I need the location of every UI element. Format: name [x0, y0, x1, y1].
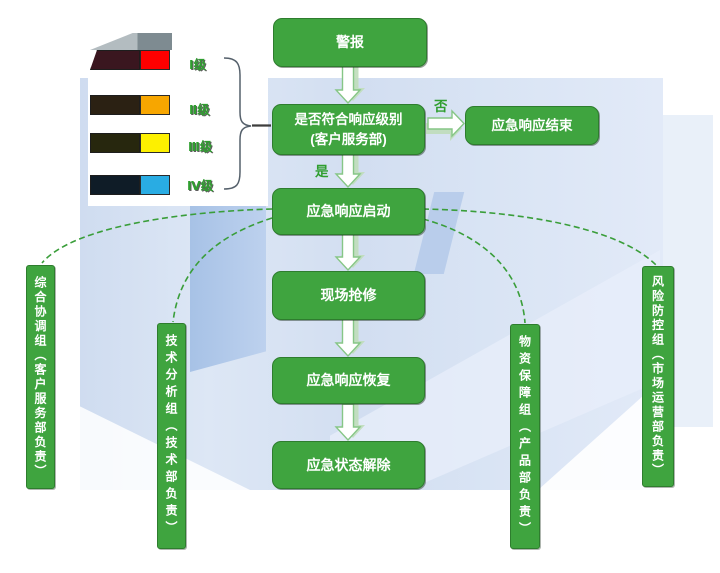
node-end-label: 应急响应结束 — [491, 117, 573, 133]
group-risk-control-label: 风险防控组（市场运营部负责） — [650, 275, 665, 478]
level-bar — [90, 95, 140, 115]
node-release: 应急状态解除 — [272, 441, 425, 489]
node-decision-line2: (客户服务部) — [310, 131, 387, 147]
group-coordination: 综合协调组（客户服务部负责） — [26, 265, 55, 489]
level-color-swatch — [140, 50, 170, 70]
branch-label-no: 否 — [434, 99, 448, 114]
level-bar — [90, 175, 140, 195]
group-material-support-label: 物资保障组（产品部负责） — [517, 334, 532, 539]
level-label-3: Ⅲ级 — [188, 140, 213, 154]
level-color-swatch — [140, 175, 170, 195]
level-color-swatch — [140, 95, 170, 115]
node-recovery: 应急响应恢复 — [272, 357, 425, 404]
level-bar — [90, 50, 140, 70]
group-risk-control: 风险防控组（市场运营部负责） — [642, 266, 674, 487]
branch-label-yes: 是 — [315, 164, 329, 179]
legend-panel — [88, 30, 268, 206]
level-label-1: Ⅰ级 — [189, 58, 207, 72]
group-technical-analysis-label: 技术分析组（技术部负责） — [164, 334, 178, 538]
node-decision-line1: 是否符合响应级别 — [294, 111, 403, 127]
node-start-label: 应急响应启动 — [306, 203, 391, 220]
level-label-4: Ⅳ级 — [187, 179, 214, 193]
group-coordination-label: 综合协调组（客户服务部负责） — [33, 275, 47, 479]
node-release-label: 应急状态解除 — [306, 456, 391, 473]
level-bar — [90, 133, 140, 153]
node-end: 应急响应结束 — [465, 106, 599, 145]
level-color-swatch — [140, 133, 170, 153]
node-onsite-repair: 现场抢修 — [272, 271, 425, 320]
node-decision: 是否符合响应级别 (客户服务部) — [272, 104, 425, 155]
level-label-2: Ⅱ级 — [189, 103, 210, 117]
group-material-support: 物资保障组（产品部负责） — [510, 324, 540, 549]
node-alarm-label: 警报 — [336, 34, 364, 51]
group-technical-analysis: 技术分析组（技术部负责） — [157, 323, 186, 549]
level-bar-3d-top — [90, 33, 172, 50]
node-recovery-label: 应急响应恢复 — [306, 372, 391, 389]
node-onsite-repair-label: 现场抢修 — [320, 287, 377, 304]
node-start: 应急响应启动 — [272, 188, 425, 235]
node-alarm: 警报 — [273, 18, 427, 67]
